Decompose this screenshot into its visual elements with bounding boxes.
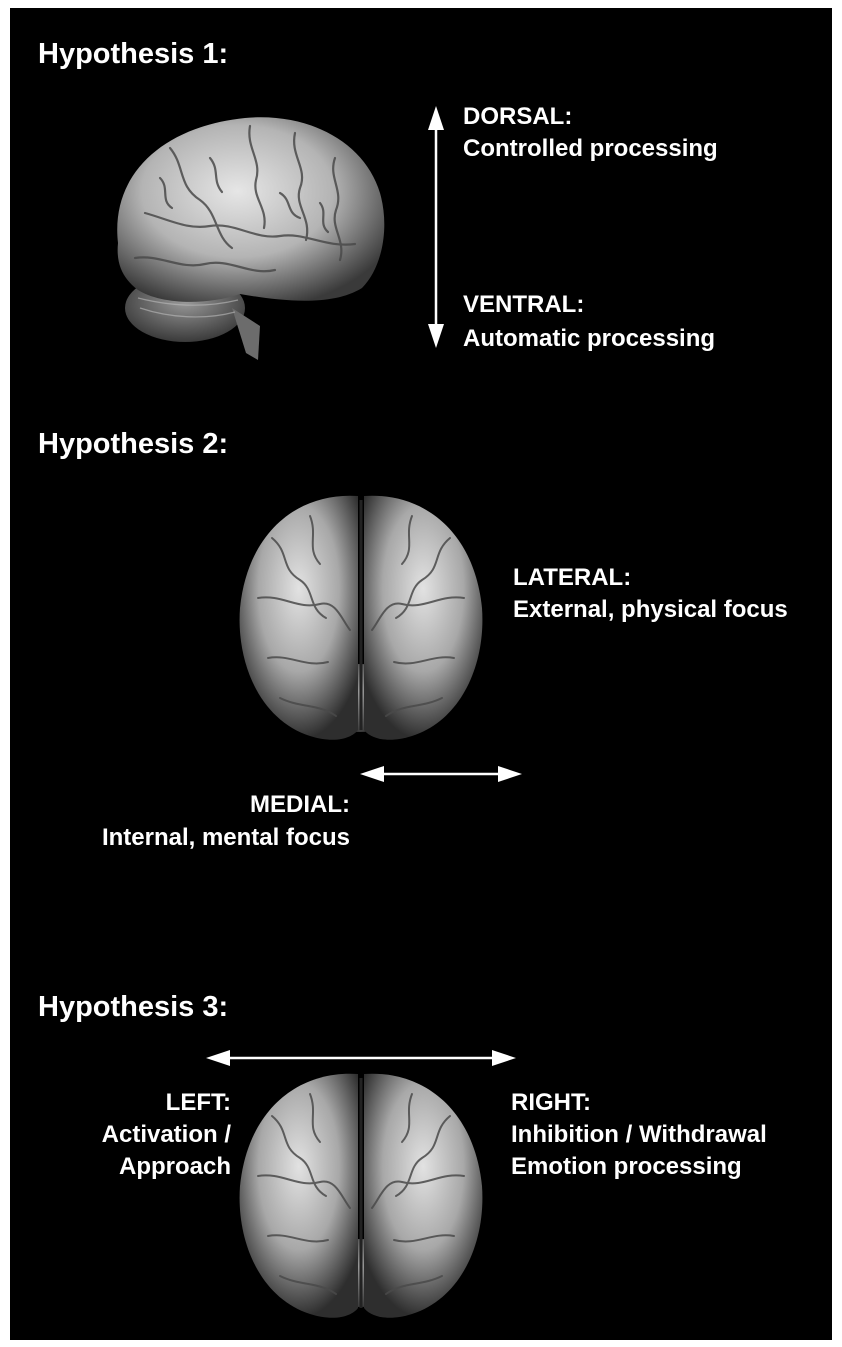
left-description-line2: Approach — [10, 1152, 231, 1182]
ventral-label: VENTRAL: — [463, 290, 584, 320]
left-right-arrow — [206, 1050, 516, 1066]
right-description-line2: Emotion processing — [511, 1152, 742, 1182]
medial-label: MEDIAL: — [10, 790, 350, 820]
dorsal-description: Controlled processing — [463, 134, 718, 164]
ventral-description: Automatic processing — [463, 324, 715, 354]
hypothesis-3-title: Hypothesis 3: — [38, 989, 228, 1025]
figure-panel: Hypothesis 1: DORSAL: Controlled process… — [10, 8, 832, 1340]
lateral-label: LATERAL: — [513, 563, 631, 593]
hypothesis-2-title: Hypothesis 2: — [38, 426, 228, 462]
medial-lateral-arrow — [360, 766, 522, 782]
right-label: RIGHT: — [511, 1088, 591, 1118]
left-label: LEFT: — [10, 1088, 231, 1118]
lateral-description: External, physical focus — [513, 595, 788, 625]
dorsal-ventral-arrow — [428, 106, 444, 348]
brain-front-view-icon — [240, 1074, 483, 1318]
right-description-line1: Inhibition / Withdrawal — [511, 1120, 767, 1150]
left-description-line1: Activation / — [10, 1120, 231, 1150]
hypothesis-1-title: Hypothesis 1: — [38, 36, 228, 72]
brain-front-view-icon — [240, 496, 483, 740]
brain-side-view-icon — [117, 117, 384, 360]
medial-description: Internal, mental focus — [10, 823, 350, 853]
dorsal-label: DORSAL: — [463, 102, 572, 132]
